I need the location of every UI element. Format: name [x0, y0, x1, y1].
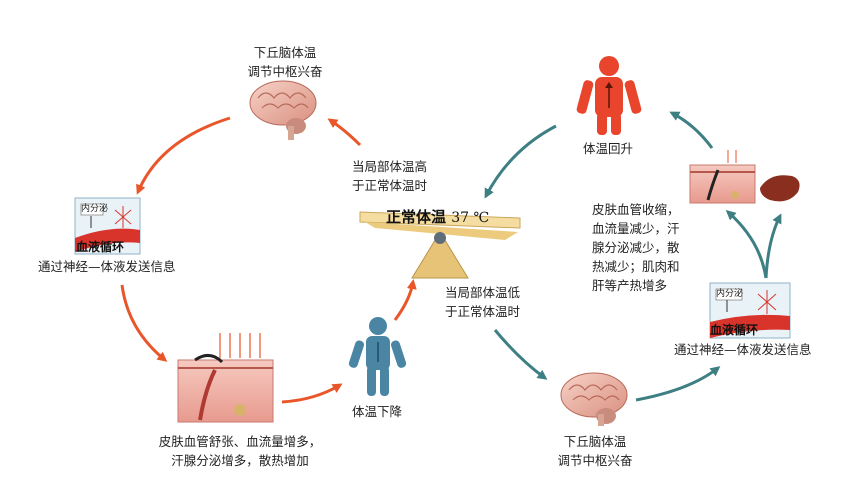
hypothalamus-top-line2: 调节中枢兴奋 — [247, 64, 323, 79]
heat-gain-line2: 血流量减少，汗 — [592, 221, 680, 236]
low-temp-label: 当局部体温低 于正常体温时 — [445, 283, 520, 321]
low-temp-line1: 当局部体温低 — [445, 285, 521, 300]
normal-temp-label: 正常体温 37 ℃ — [386, 208, 489, 228]
arrow-hypothalamus-to-signal — [136, 116, 231, 195]
hypothalamus-bottom-line1: 下丘脑体温 — [563, 434, 627, 449]
arrow-signal-to-liver — [764, 213, 782, 279]
arrow-hypothalamus-to-signal-right — [635, 366, 721, 402]
normal-temp-text: 正常体温 — [386, 208, 447, 226]
skin-section-right — [689, 150, 756, 204]
heat-gain-label: 皮肤血管收缩， 血流量减少，汗 腺分泌减少，散 热减少；肌肉和 肝等产热增多 — [592, 200, 680, 295]
normal-temp-value: 37 ℃ — [451, 210, 490, 226]
endocrine-right-label: 内分泌 — [716, 289, 744, 299]
body-hot-figure — [576, 56, 642, 135]
arrow-signal-to-skin-right — [725, 210, 768, 279]
bottom-bar — [0, 472, 860, 484]
arrow-skin-to-body-right — [669, 111, 714, 149]
heat-gain-line5: 肝等产热增多 — [592, 278, 668, 293]
blood-left-label: 血液循环 — [76, 240, 125, 254]
brain-bottom-image — [560, 372, 628, 426]
signal-right-label: 通过神经—体液发送信息 — [674, 342, 812, 357]
endocrine-left-label: 内分泌 — [81, 204, 109, 214]
brain-top-image — [249, 80, 317, 140]
low-temp-line2: 于正常体温时 — [445, 304, 521, 319]
top-bar — [0, 0, 860, 42]
heat-gain-line4: 热减少；肌肉和 — [592, 259, 680, 274]
heat-loss-line2: 汗腺分泌增多，散热增加 — [171, 453, 309, 468]
temp-rise-label: 体温回升 — [583, 141, 634, 156]
high-temp-label: 当局部体温高 于正常体温时 — [352, 157, 427, 195]
high-temp-line1: 当局部体温高 — [352, 159, 428, 174]
hypothalamus-top-label: 下丘脑体温 调节中枢兴奋 — [235, 43, 335, 81]
high-temp-line2: 于正常体温时 — [352, 178, 428, 193]
arrow-high-to-hypothalamus — [327, 118, 362, 147]
hypothalamus-bottom-line2: 调节中枢兴奋 — [557, 453, 633, 468]
blood-right-label: 血液循环 — [710, 323, 759, 337]
body-cold-figure — [348, 317, 407, 396]
hypothalamus-bottom-label: 下丘脑体温 调节中枢兴奋 — [545, 432, 645, 470]
arrow-skin-to-body — [281, 383, 343, 404]
blood-panel-left — [74, 197, 141, 255]
skin-section-left — [177, 333, 274, 423]
signal-left-label: 通过神经—体液发送信息 — [38, 259, 176, 274]
liver-image — [760, 175, 800, 202]
hypothalamus-top-line1: 下丘脑体温 — [253, 45, 317, 60]
balance-scale — [359, 211, 521, 279]
heat-loss-line1: 皮肤血管舒张、血流量增多， — [158, 434, 322, 449]
arrow-body-to-normal — [393, 279, 417, 321]
heat-gain-line3: 腺分泌减少，散 — [592, 240, 680, 255]
temp-drop-label: 体温下降 — [352, 404, 403, 419]
blood-panel-right — [709, 282, 791, 339]
arrow-low-to-hypothalamus — [493, 329, 548, 380]
heat-gain-line1: 皮肤血管收缩， — [592, 202, 680, 217]
arrow-body-to-normal-right — [484, 124, 557, 199]
heat-loss-label: 皮肤血管舒张、血流量增多， 汗腺分泌增多，散热增加 — [140, 432, 340, 470]
arrow-signal-to-skin — [120, 284, 168, 362]
